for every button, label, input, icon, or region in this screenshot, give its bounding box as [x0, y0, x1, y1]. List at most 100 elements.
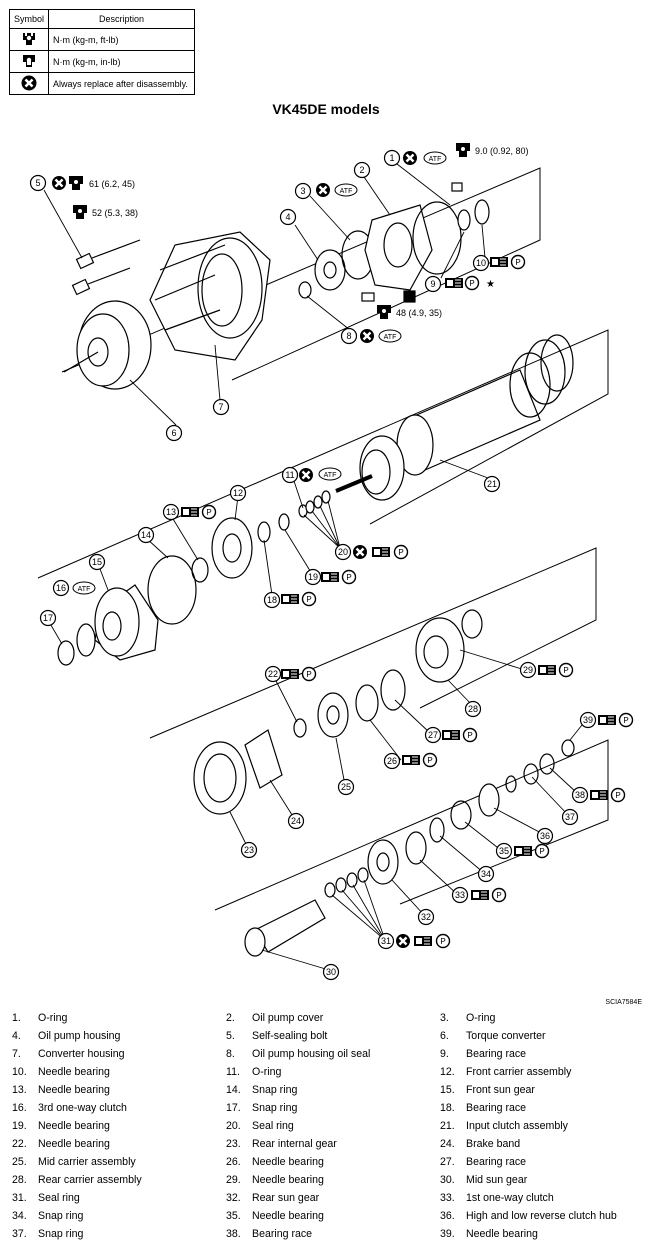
callout-number-29: 29: [523, 665, 533, 675]
torque-wrench-icon: [8, 50, 50, 73]
part-name: Bearing race: [252, 1228, 313, 1240]
part-number: 36.: [440, 1210, 455, 1222]
torque-label-5: 61 (6.2, 45): [89, 179, 135, 189]
callout-circle-34: [477, 865, 495, 883]
grease-icon: [441, 729, 461, 741]
frame-lower-section: [214, 739, 609, 911]
part-name: Mid carrier assembly: [38, 1156, 136, 1168]
callout-number-13: 13: [166, 507, 176, 517]
atf-label: ATF: [78, 586, 91, 593]
replace-x-icon: [314, 181, 332, 199]
part-item: 25. Mid carrier assembly: [12, 1156, 136, 1168]
p-label: P: [539, 847, 544, 856]
grease-icon: [489, 256, 509, 268]
part-item: 5.Self-sealing bolt: [226, 1030, 327, 1042]
torque-wrench-icon: [73, 205, 87, 219]
part-number: 17.: [226, 1102, 241, 1114]
part-item: 11.O-ring: [226, 1066, 281, 1078]
replace-x-icon: [351, 543, 369, 561]
part-number: 27.: [440, 1156, 455, 1168]
part-name: Needle bearing: [38, 1084, 110, 1096]
callout-circle-38: [571, 786, 589, 804]
part-number: 32.: [226, 1192, 241, 1204]
callout-number-9: 9: [430, 279, 435, 289]
part-name: Bearing race: [466, 1156, 527, 1168]
part-item: 6.Torque converter: [440, 1030, 546, 1042]
part-name: O-ring: [38, 1012, 68, 1024]
part-name: Input clutch assembly: [466, 1120, 568, 1132]
rear-carrier-section: [193, 609, 483, 815]
part-item: 32.Rear sun gear: [226, 1192, 319, 1204]
part-name: Oil pump housing oil seal: [252, 1048, 371, 1060]
replace-x-icon: [401, 149, 419, 167]
part-number: 4.: [12, 1030, 21, 1042]
part-name: Needle bearing: [252, 1174, 324, 1186]
part-number: 7.: [12, 1048, 21, 1060]
callout-circle-23: [240, 841, 258, 859]
callout-circle-29: [519, 661, 537, 679]
part-number: 23.: [226, 1138, 241, 1150]
callout-circle-21: [483, 475, 501, 493]
part-item: 20.Seal ring: [226, 1120, 294, 1132]
part-number: 1.: [12, 1012, 21, 1024]
part-item: 8.Oil pump housing oil seal: [226, 1048, 370, 1060]
callout-circle-2: [353, 161, 371, 179]
callout-number-24: 24: [291, 816, 301, 826]
p-label: P: [615, 791, 620, 800]
part-item: 16.3rd one-way clutch: [12, 1102, 127, 1114]
callout-circle-28: [464, 700, 482, 718]
part-item: 30.Mid sun gear: [440, 1174, 527, 1186]
part-item: 21.Input clutch assembly: [440, 1120, 568, 1132]
p-label: P: [496, 891, 501, 900]
atf-label: ATF: [324, 472, 337, 479]
part-number: 25.: [12, 1156, 27, 1168]
part-number: 24.: [440, 1138, 455, 1150]
part-item: 22.Needle bearing: [12, 1138, 110, 1150]
part-name: Needle bearing: [38, 1066, 110, 1078]
part-item: 13.Needle bearing: [12, 1084, 110, 1096]
part-number: 39.: [440, 1228, 455, 1240]
callout-number-35: 35: [499, 846, 509, 856]
callout-number-23: 23: [244, 845, 254, 855]
part-item: 24.Brake band: [440, 1138, 520, 1150]
part-number: 6.: [440, 1030, 449, 1042]
callout-circle-24: [287, 812, 305, 830]
callout-circle-5: [29, 174, 47, 192]
parts-row: 7. Converter housing 8.Oil pump housing oi…: [0, 1048, 652, 1066]
part-name: Snap ring: [252, 1084, 298, 1096]
part-item: 27. Bearing race: [440, 1156, 526, 1168]
callout-number-25: 25: [341, 782, 351, 792]
frame-carrier-section: [149, 547, 597, 739]
part-item: 3.O-ring: [440, 1012, 495, 1024]
callout-circle-12: [229, 484, 247, 502]
part-number: 20.: [226, 1120, 241, 1132]
part-item: 19.Needle bearing: [12, 1120, 110, 1132]
grease-icon: [537, 664, 557, 676]
p-label: P: [440, 937, 445, 946]
grease-icon: [371, 546, 391, 558]
callout-circle-35: [495, 842, 513, 860]
atf-label: ATF: [384, 334, 397, 341]
callout-number-30: 30: [326, 967, 336, 977]
callout-number-22: 22: [268, 669, 278, 679]
part-name: Snap ring: [252, 1102, 298, 1114]
part-number: 18.: [440, 1102, 455, 1114]
torque-label-5b: 52 (5.3, 38): [92, 208, 138, 218]
torque-label-1: 9.0 (0.92, 80): [475, 146, 529, 156]
callout-number-8: 8: [346, 331, 351, 341]
part-name: Converter housing: [38, 1048, 125, 1060]
part-number: 10.: [12, 1066, 27, 1078]
callout-number-21: 21: [487, 479, 497, 489]
parts-row: 19.Needle bearing 20.Seal ring 21.Input cl…: [0, 1120, 652, 1138]
replace-x-icon: [358, 327, 376, 345]
part-number: 12.: [440, 1066, 455, 1078]
part-item: 37.Snap ring: [12, 1228, 83, 1240]
callout-circle-15: [88, 553, 106, 571]
grease-icon: [597, 714, 617, 726]
frame-input-section: [37, 329, 609, 579]
